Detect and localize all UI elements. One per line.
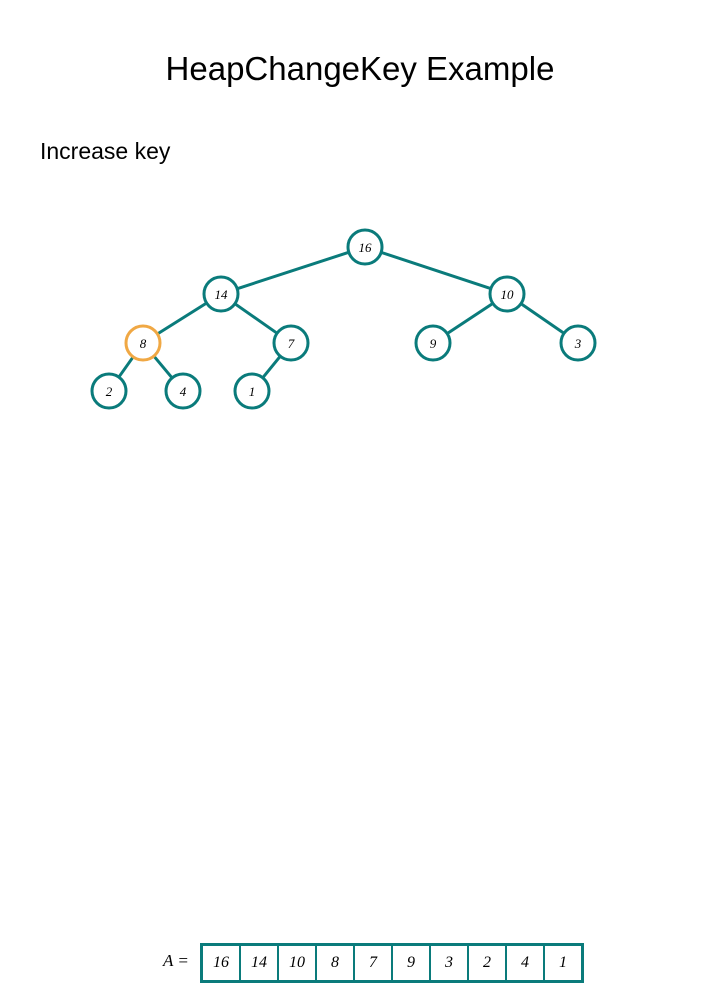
array-cell-3[interactable]: 8: [317, 946, 353, 980]
tree-node-16[interactable]: 16: [346, 228, 384, 266]
tree-edge: [232, 301, 280, 336]
tree-node-2[interactable]: 2: [90, 372, 128, 410]
node-label: 4: [180, 384, 187, 399]
node-circle: [233, 372, 271, 410]
tree-edge-layer: [116, 250, 567, 381]
array-cell-5[interactable]: 9: [393, 946, 429, 980]
tree-edge: [116, 354, 136, 380]
node-label: 10: [501, 287, 515, 302]
array-cell-6[interactable]: 3: [431, 946, 467, 980]
array-cell-2[interactable]: 10: [279, 946, 315, 980]
tree-edge: [155, 301, 209, 336]
node-circle: [488, 275, 526, 313]
tree-node-layer: 16 14 10 8 7 9 3 2 4 1: [90, 228, 597, 410]
node-circle: [414, 324, 452, 362]
tree-edge: [378, 250, 494, 291]
tree-node-3[interactable]: 3: [559, 324, 597, 362]
tree-node-1[interactable]: 1: [233, 372, 271, 410]
tree-edge: [260, 353, 283, 381]
tree-node-9[interactable]: 9: [414, 324, 452, 362]
node-circle: [346, 228, 384, 266]
tree-edge: [518, 301, 567, 336]
tree-node-14[interactable]: 14: [202, 275, 240, 313]
array-cell-1[interactable]: 14: [241, 946, 277, 980]
page-title: HeapChangeKey Example: [165, 50, 555, 87]
tree-edge: [234, 250, 352, 291]
node-label: 7: [288, 336, 295, 351]
tree-node-4[interactable]: 4: [164, 372, 202, 410]
node-circle: [164, 372, 202, 410]
node-label: 14: [215, 287, 229, 302]
node-circle: [272, 324, 310, 362]
array-cell-4[interactable]: 7: [355, 946, 391, 980]
tree-node-7[interactable]: 7: [272, 324, 310, 362]
subtitle-increase-key: Increase key: [40, 138, 171, 164]
heap-tree-diagram: 16 14 10 8 7 9 3 2 4 1: [90, 228, 597, 410]
node-circle-highlighted: [124, 324, 162, 362]
node-circle: [90, 372, 128, 410]
array-cell-9[interactable]: 1: [545, 946, 581, 980]
array-cell-7[interactable]: 2: [469, 946, 505, 980]
tree-edge: [151, 353, 175, 381]
node-label: 8: [140, 336, 147, 351]
node-label: 2: [106, 384, 113, 399]
array-label: A =: [163, 951, 189, 970]
node-circle: [559, 324, 597, 362]
node-label: 1: [249, 384, 256, 399]
tree-node-10[interactable]: 10: [488, 275, 526, 313]
array-cell-8[interactable]: 4: [507, 946, 543, 980]
array-cell-0[interactable]: 16: [203, 946, 239, 980]
node-circle: [202, 275, 240, 313]
node-label: 3: [574, 336, 582, 351]
node-label: 9: [430, 336, 437, 351]
tree-node-8[interactable]: 8: [124, 324, 162, 362]
tree-edge: [444, 301, 496, 336]
node-label: 16: [359, 240, 373, 255]
